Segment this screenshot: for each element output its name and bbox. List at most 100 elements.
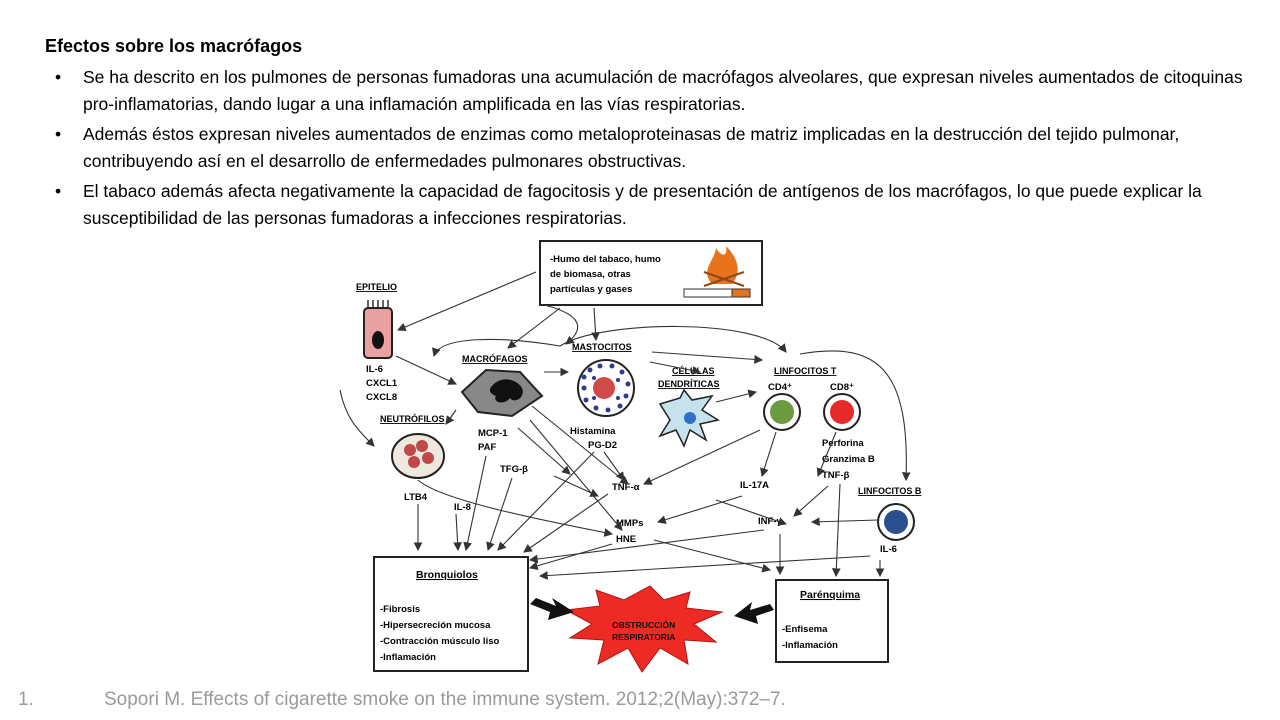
obstruccion-starburst bbox=[564, 585, 724, 673]
arrow bbox=[486, 477, 513, 552]
source-line-3: partículas y gases bbox=[550, 284, 632, 295]
hne-label: HNE bbox=[616, 534, 636, 545]
citation-number: 1. bbox=[18, 689, 34, 710]
arrow bbox=[396, 271, 537, 332]
bronquiolos-item: -Inflamación bbox=[380, 652, 436, 663]
arrow bbox=[651, 351, 764, 364]
arrow bbox=[417, 479, 614, 537]
histamina-label: Histamina bbox=[570, 426, 616, 437]
arrow bbox=[395, 355, 457, 385]
slide-heading: Efectos sobre los macrófagos bbox=[45, 36, 303, 56]
source-line-1: -Humo del tabaco, humo bbox=[550, 254, 661, 265]
block-arrow-right bbox=[734, 602, 774, 624]
cxcl1-label: CXCL1 bbox=[366, 378, 398, 389]
linfocitos-b-label: LINFOCITOS B bbox=[858, 486, 922, 496]
arrow bbox=[517, 427, 571, 475]
ltb4-label: LTB4 bbox=[404, 492, 428, 503]
arrow bbox=[432, 338, 561, 358]
bullet-item: • El tabaco además afecta negativamente l… bbox=[55, 178, 1275, 232]
arrow bbox=[445, 409, 457, 425]
cd8-cell-icon bbox=[823, 393, 861, 431]
parenquima-title: Parénquima bbox=[800, 589, 860, 601]
parenquima-box bbox=[775, 579, 889, 663]
neutrophil-icon bbox=[391, 433, 445, 479]
arrow bbox=[531, 405, 629, 485]
perforina-label: Perforina bbox=[822, 438, 864, 449]
parenquima-item: -Enfisema bbox=[782, 624, 828, 635]
bullet-dot: • bbox=[55, 124, 62, 144]
bronquiolos-item: -Contracción músculo liso bbox=[380, 636, 499, 647]
il6-b-label: IL-6 bbox=[880, 544, 897, 555]
mast-cell-icon bbox=[577, 359, 635, 417]
bronquiolos-box bbox=[373, 556, 529, 672]
bronquiolos-item: -Hipersecreción mucosa bbox=[380, 620, 491, 631]
arrow bbox=[339, 389, 375, 447]
arrow bbox=[591, 307, 600, 342]
neutrofilos-label: NEUTRÓFILOS bbox=[380, 413, 445, 424]
mmps-label: MMPs bbox=[616, 518, 643, 529]
citation: 1. Sopori M. Effects of cigarette smoke o… bbox=[18, 689, 786, 711]
epitelio-label: EPITELIO bbox=[356, 282, 397, 292]
bullet-dot: • bbox=[55, 67, 62, 87]
bullet-item: • Además éstos expresan niveles aumentado… bbox=[55, 121, 1275, 175]
arrow bbox=[528, 543, 613, 571]
arrow bbox=[553, 475, 600, 497]
arrow bbox=[559, 325, 787, 353]
arrow bbox=[799, 350, 911, 482]
arrow bbox=[793, 485, 829, 517]
paf-label: PAF bbox=[478, 442, 496, 453]
arrow bbox=[649, 361, 702, 375]
mcp1-label: MCP-1 bbox=[478, 428, 508, 439]
cd8-label: CD8⁺ bbox=[830, 382, 854, 393]
arrow bbox=[529, 419, 623, 531]
arrow bbox=[810, 517, 879, 527]
arrow bbox=[816, 431, 837, 478]
parenquima-item: -Inflamación bbox=[782, 640, 838, 651]
obstruccion-label-2: RESPIRATORIA bbox=[612, 632, 675, 642]
arrow bbox=[463, 455, 487, 552]
cxcl8-label: CXCL8 bbox=[366, 392, 397, 403]
mastocitos-label: MASTOCITOS bbox=[572, 342, 632, 352]
dendriticas-label-2: DENDRÍTICAS bbox=[658, 379, 720, 389]
arrow bbox=[643, 429, 761, 485]
source-line-2: de biomasa, otras bbox=[550, 269, 631, 280]
arrow bbox=[656, 495, 743, 524]
il17a-label: IL-17A bbox=[740, 480, 769, 491]
pgd2-label: PG-D2 bbox=[588, 440, 617, 451]
arrow bbox=[760, 431, 777, 478]
arrow bbox=[715, 389, 758, 403]
infg-label: INF-γ bbox=[758, 516, 782, 527]
arrow bbox=[539, 303, 579, 345]
cd4-label: CD4⁺ bbox=[768, 382, 792, 393]
bullet-text: El tabaco además afecta negativamente la… bbox=[83, 181, 1202, 228]
bullet-dot: • bbox=[55, 181, 62, 201]
macrophage-icon bbox=[460, 368, 544, 418]
block-arrow-left bbox=[530, 598, 574, 620]
fire-icon bbox=[703, 246, 745, 287]
citation-text: Sopori M. Effects of cigarette smoke on … bbox=[104, 689, 786, 710]
arrow bbox=[453, 513, 462, 552]
bronquiolos-item: -Fibrosis bbox=[380, 604, 420, 615]
arrow bbox=[603, 451, 625, 481]
cd4-cell-icon bbox=[763, 393, 801, 431]
il8-label: IL-8 bbox=[454, 502, 471, 513]
arrow bbox=[831, 483, 841, 578]
arrow bbox=[538, 555, 871, 580]
granzima-label: Granzima B bbox=[822, 454, 875, 465]
tnfb-label: TNF-β bbox=[822, 470, 850, 481]
cigarette-icon bbox=[683, 288, 751, 298]
arrow bbox=[497, 451, 595, 551]
bullet-text: Además éstos expresan niveles aumentados… bbox=[83, 124, 1180, 171]
epithelial-cell-icon bbox=[363, 300, 393, 359]
arrow bbox=[528, 529, 765, 564]
tfg-label: TFG-β bbox=[500, 464, 528, 475]
macrofagos-label: MACRÓFAGOS bbox=[462, 353, 528, 364]
tnfa-label: TNF-α bbox=[612, 482, 640, 493]
dendritic-cell-icon bbox=[658, 388, 720, 448]
arrow bbox=[715, 499, 788, 526]
bullet-list: •Se ha descrito en los pulmones de perso… bbox=[55, 64, 1275, 235]
bullet-item: •Se ha descrito en los pulmones de perso… bbox=[55, 64, 1275, 118]
il6-label: IL-6 bbox=[366, 364, 383, 375]
arrow bbox=[653, 539, 772, 573]
